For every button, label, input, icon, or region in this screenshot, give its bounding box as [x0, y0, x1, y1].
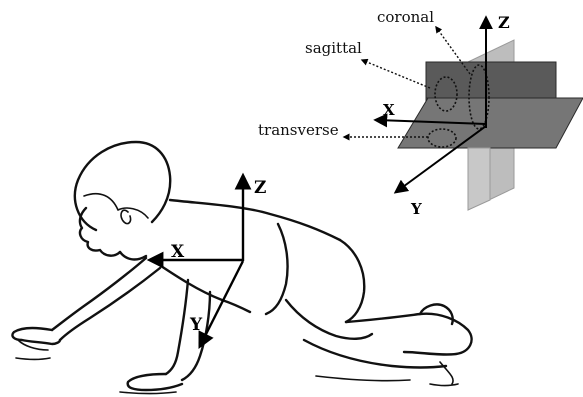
planes-inset: coronal sagittal transverse Z X Y — [258, 8, 583, 218]
inset-y-label: Y — [410, 200, 422, 218]
body-y-label: Y — [189, 315, 203, 335]
infant-torso — [170, 200, 340, 240]
coronal-label: coronal — [377, 8, 434, 26]
sagittal-leader-arrow — [362, 60, 430, 88]
transverse-plane — [398, 98, 583, 148]
infant-hand-far — [128, 374, 182, 390]
infant-arm-far — [166, 280, 188, 374]
sagittal-label: sagittal — [305, 39, 362, 57]
body-x-label: X — [171, 242, 185, 262]
body-y-axis — [200, 261, 243, 346]
inset-z-label: Z — [498, 13, 510, 32]
infant-head — [75, 142, 170, 230]
inset-x-label: X — [383, 101, 395, 119]
transverse-label: transverse — [258, 121, 339, 139]
infant-arm-near — [52, 258, 146, 330]
body-z-label: Z — [254, 178, 266, 198]
